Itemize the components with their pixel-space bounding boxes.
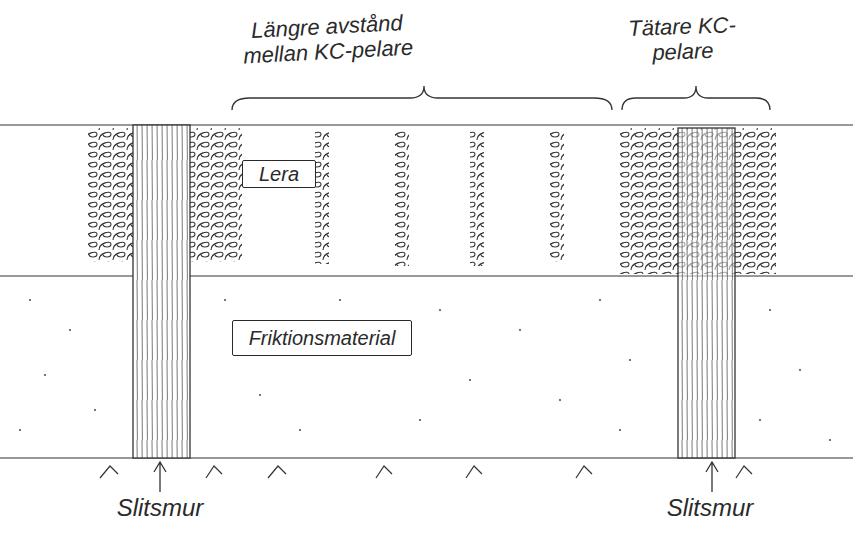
span-label: Längre avstånd mellan KC-pelare: [239, 9, 416, 69]
bedrock-mark: [376, 466, 392, 478]
layer-name: Lera: [259, 163, 299, 185]
wall-label: Slitsmur: [95, 494, 225, 522]
grain-dot: [224, 299, 226, 301]
wall-background: [133, 125, 190, 458]
grain-dots: [19, 299, 831, 441]
wall-background: [678, 128, 735, 458]
span-brace: [622, 86, 770, 110]
grain-dot: [829, 439, 831, 441]
bedrock-mark: [100, 466, 118, 478]
bedrock-mark: [206, 466, 222, 478]
wall-label: Slitsmur: [645, 494, 775, 522]
ground-surface: [0, 124, 853, 125]
span-brace: [232, 86, 612, 110]
slurry-wall: [678, 128, 735, 458]
grain-dot: [44, 374, 46, 376]
layer-label-box: Friktionsmaterial: [232, 320, 412, 356]
bedrock-mark: [576, 466, 592, 478]
grain-dot: [759, 419, 761, 421]
kc-column: [550, 130, 564, 262]
slurry-wall: [133, 125, 190, 458]
bedrock-marks: [100, 466, 752, 478]
grain-dot: [469, 379, 471, 381]
bedrock-mark: [736, 466, 752, 478]
kc-column: [315, 130, 329, 264]
grain-dot: [519, 329, 521, 331]
grain-dot: [259, 394, 261, 396]
grain-dot: [769, 309, 771, 311]
grain-dot: [799, 369, 801, 371]
grain-dot: [94, 409, 96, 411]
grain-dot: [439, 309, 441, 311]
grain-dot: [629, 359, 631, 361]
grain-dot: [419, 419, 421, 421]
grain-dot: [29, 299, 31, 301]
grain-dot: [559, 399, 561, 401]
layer-name: Friktionsmaterial: [249, 327, 396, 349]
grain-dot: [619, 429, 621, 431]
kc-column: [470, 130, 484, 266]
grain-dot: [299, 429, 301, 431]
grain-dot: [69, 329, 71, 331]
bedrock-mark: [268, 466, 286, 478]
grain-dot: [19, 429, 21, 431]
grain-dot: [599, 299, 601, 301]
layer-label-box: Lera: [242, 160, 316, 188]
pointer-arrow: [706, 462, 718, 492]
grain-dot: [339, 299, 341, 301]
bedrock-mark: [466, 466, 482, 478]
pointer-arrow: [154, 462, 166, 492]
kc-column: [395, 130, 409, 266]
span-label: Tätare KC-pelare: [619, 12, 746, 67]
